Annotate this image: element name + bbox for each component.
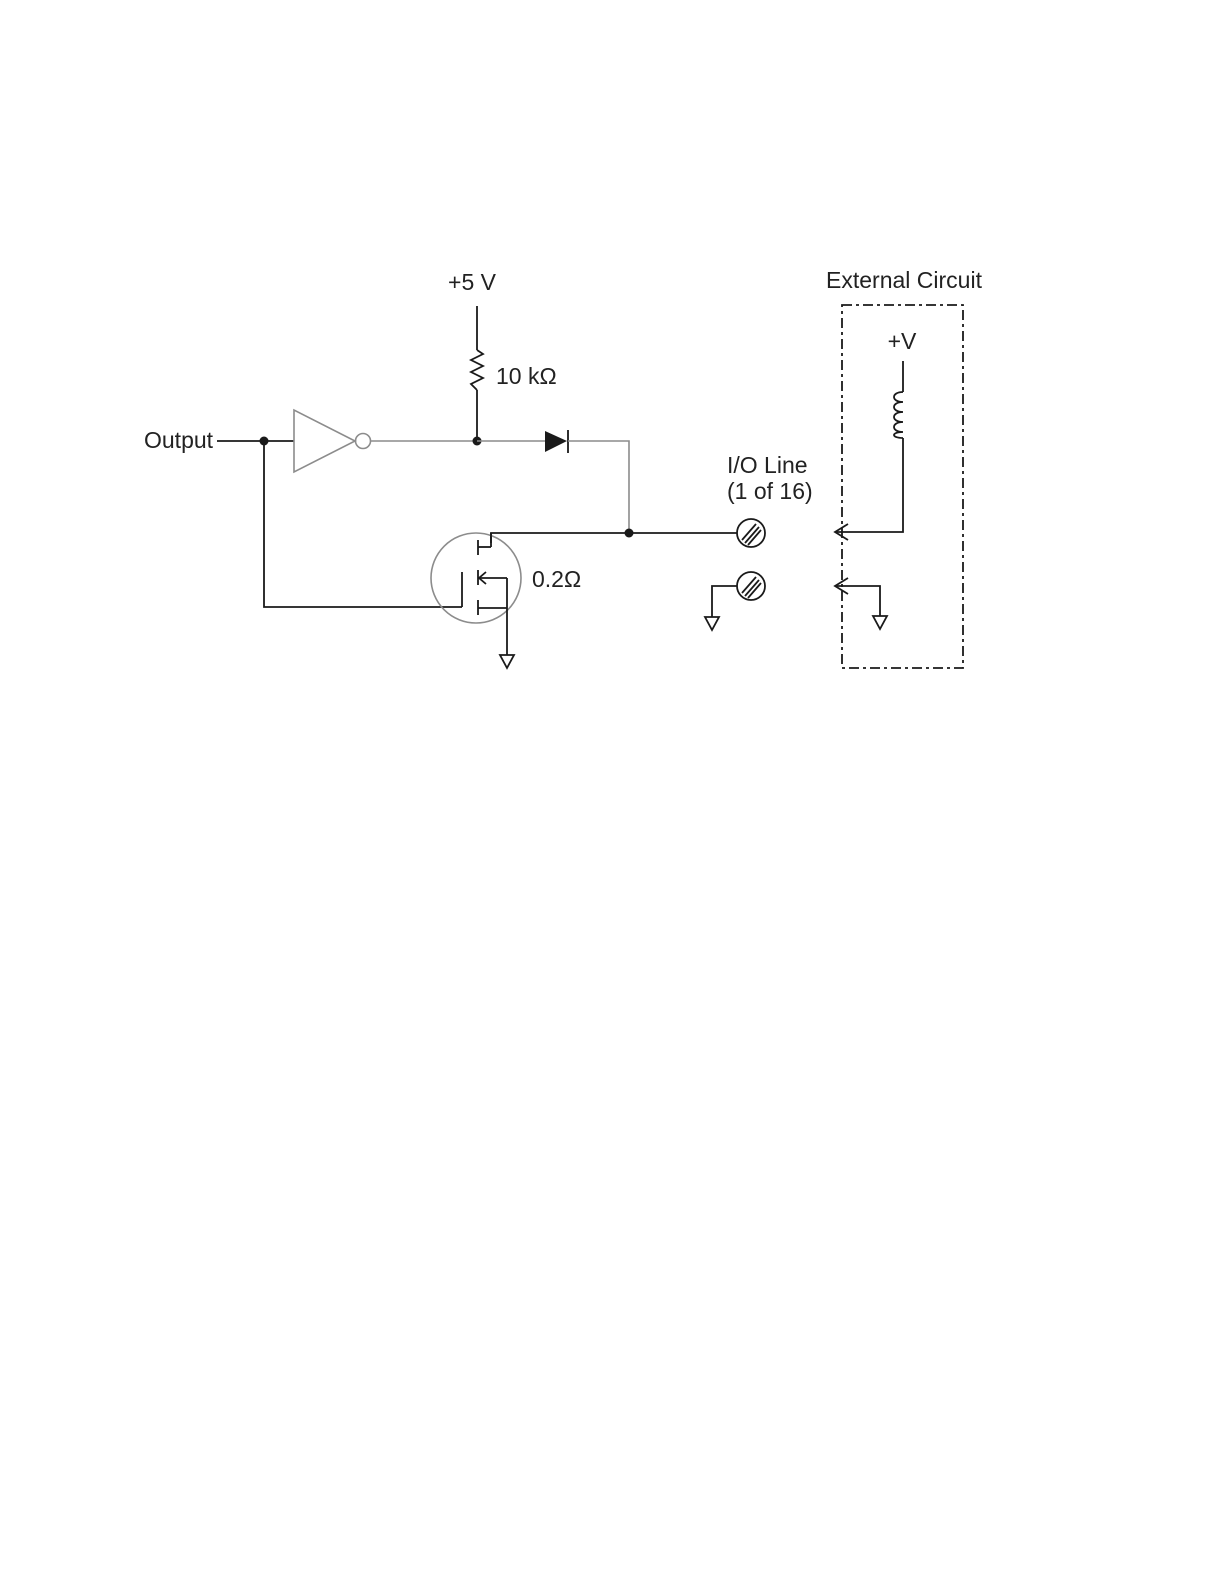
diode-path	[473, 430, 634, 538]
inductor-icon	[894, 392, 903, 438]
ground-icon	[873, 616, 887, 629]
io-line-sublabel: (1 of 16)	[727, 478, 813, 504]
inverter-gate	[294, 410, 477, 472]
mosfet-transistor	[431, 533, 521, 668]
input-wire	[217, 437, 462, 608]
ground-icon	[500, 655, 514, 668]
io-terminal	[737, 519, 765, 547]
input-label: Output	[144, 427, 214, 453]
ground-icon	[705, 617, 719, 630]
external-coil	[835, 361, 903, 540]
mosfet-resistance-label: 0.2Ω	[532, 566, 581, 592]
io-line-label: I/O Line	[727, 452, 808, 478]
ground-terminal	[705, 572, 765, 630]
diode-icon	[545, 431, 567, 452]
external-supply-label: +V	[888, 328, 917, 354]
resistor-label: 10 kΩ	[496, 363, 557, 389]
supply-label: +5 V	[448, 269, 497, 295]
pullup-resistor	[471, 306, 483, 441]
external-circuit-title: External Circuit	[826, 267, 983, 293]
io-line-wire	[491, 533, 737, 543]
